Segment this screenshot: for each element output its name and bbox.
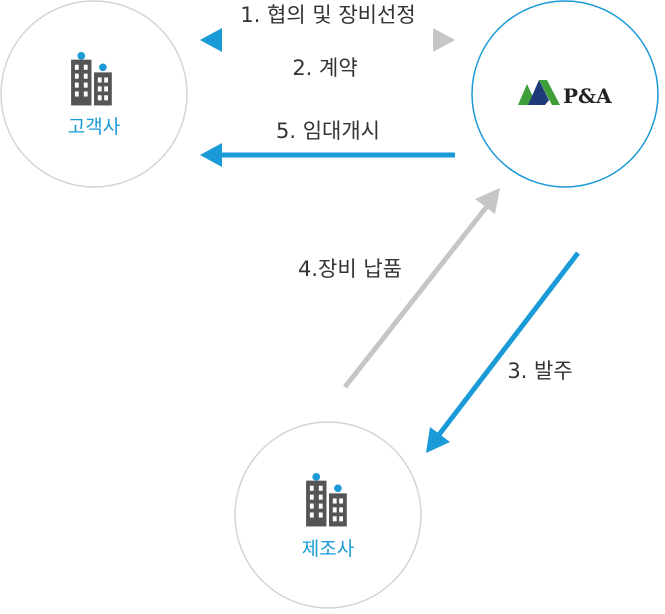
- step-5-label: 5. 임대개시: [276, 119, 380, 143]
- pna-logo-icon: [518, 80, 560, 105]
- pna-node: [471, 0, 659, 188]
- step-2-label: 2. 계약: [292, 56, 357, 80]
- arrow-delivery: [343, 188, 500, 389]
- step-3-label: 3. 발주: [507, 359, 572, 383]
- step-1-label: 1. 협의 및 장비선정: [240, 3, 415, 27]
- arrow-negotiation: [200, 28, 455, 52]
- manufacturer-node: [234, 421, 422, 609]
- step-4-label: 4.장비 납품: [298, 257, 402, 281]
- arrow-lease-start: [200, 143, 455, 167]
- pna-brand-text: P&A: [563, 84, 612, 108]
- arrow-order: [426, 251, 580, 453]
- client-label: 고객사: [68, 116, 120, 138]
- manufacturer-label: 제조사: [302, 538, 354, 560]
